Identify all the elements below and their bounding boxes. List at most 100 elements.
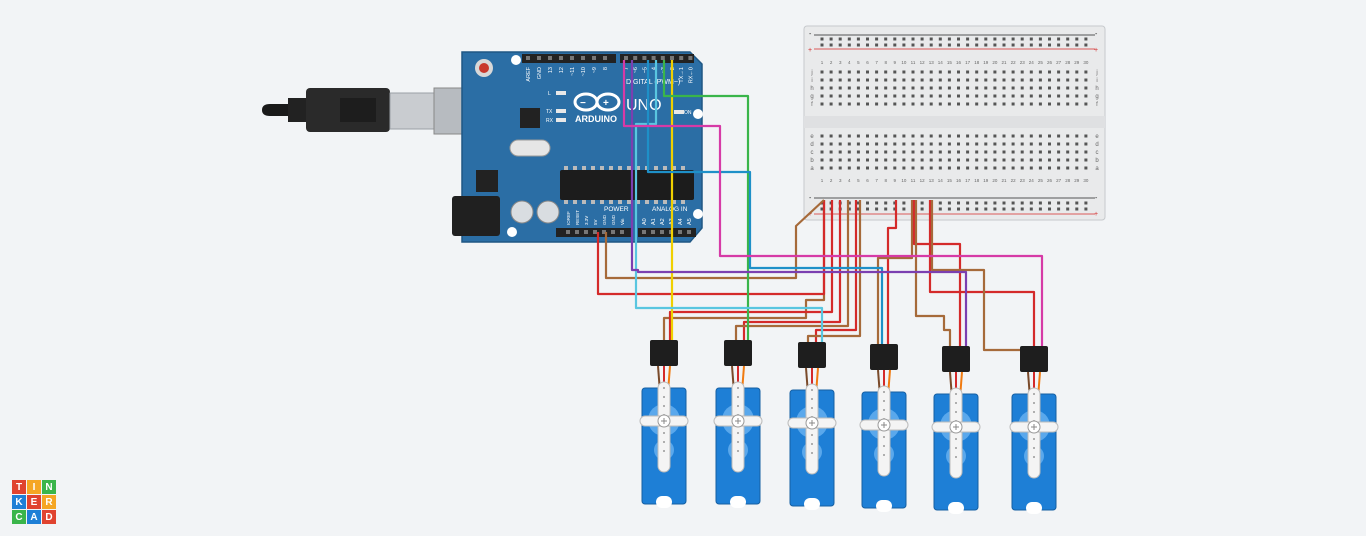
- breadboard-hole[interactable]: [1057, 150, 1061, 154]
- wire-gnd-to-breadboard[interactable]: [604, 199, 825, 280]
- breadboard-hole[interactable]: [938, 78, 942, 82]
- breadboard-hole[interactable]: [975, 86, 979, 90]
- breadboard-hole[interactable]: [884, 78, 888, 82]
- breadboard-hole[interactable]: [966, 134, 970, 138]
- breadboard-hole[interactable]: [875, 166, 879, 170]
- header-pin[interactable]: [688, 56, 693, 60]
- breadboard-hole[interactable]: [1084, 150, 1088, 154]
- header-pin[interactable]: [575, 230, 579, 234]
- servo-connector[interactable]: [724, 340, 752, 366]
- breadboard-hole[interactable]: [1002, 102, 1006, 106]
- header-pin[interactable]: [660, 56, 665, 60]
- breadboard-hole[interactable]: [1038, 166, 1042, 170]
- breadboard-hole[interactable]: [920, 43, 924, 47]
- breadboard-hole[interactable]: [938, 150, 942, 154]
- breadboard-hole[interactable]: [947, 207, 951, 211]
- breadboard-hole[interactable]: [911, 94, 915, 98]
- breadboard-hole[interactable]: [884, 201, 888, 205]
- breadboard-hole[interactable]: [875, 94, 879, 98]
- breadboard-hole[interactable]: [820, 150, 824, 154]
- breadboard-hole[interactable]: [1057, 207, 1061, 211]
- header-pin[interactable]: [651, 56, 656, 60]
- breadboard-hole[interactable]: [893, 158, 897, 162]
- breadboard-hole[interactable]: [938, 142, 942, 146]
- breadboard-hole[interactable]: [847, 207, 851, 211]
- breadboard-hole[interactable]: [911, 102, 915, 106]
- breadboard-hole[interactable]: [984, 166, 988, 170]
- breadboard-hole[interactable]: [1075, 150, 1079, 154]
- breadboard-hole[interactable]: [920, 94, 924, 98]
- breadboard-hole[interactable]: [1057, 78, 1061, 82]
- breadboard-hole[interactable]: [929, 142, 933, 146]
- header-pin[interactable]: [584, 230, 588, 234]
- breadboard-hole[interactable]: [1066, 43, 1070, 47]
- breadboard-hole[interactable]: [1029, 70, 1033, 74]
- breadboard-hole[interactable]: [902, 78, 906, 82]
- breadboard-hole[interactable]: [1048, 166, 1051, 170]
- breadboard-hole[interactable]: [902, 102, 906, 106]
- breadboard-hole[interactable]: [984, 158, 988, 162]
- breadboard-hole[interactable]: [1011, 102, 1015, 106]
- breadboard-hole[interactable]: [957, 94, 960, 98]
- breadboard-hole[interactable]: [838, 43, 842, 47]
- breadboard-hole[interactable]: [1057, 70, 1061, 74]
- breadboard-hole[interactable]: [1048, 43, 1051, 47]
- servo-connector[interactable]: [942, 346, 970, 372]
- breadboard-hole[interactable]: [1066, 37, 1070, 41]
- breadboard-hole[interactable]: [957, 86, 960, 90]
- wire-signal-servo-2[interactable]: [662, 60, 750, 340]
- breadboard-hole[interactable]: [1020, 150, 1024, 154]
- breadboard-hole[interactable]: [929, 150, 933, 154]
- breadboard-hole[interactable]: [1002, 158, 1006, 162]
- breadboard-hole[interactable]: [984, 86, 988, 90]
- breadboard-hole[interactable]: [1020, 70, 1024, 74]
- breadboard-hole[interactable]: [893, 43, 897, 47]
- breadboard-hole[interactable]: [856, 102, 860, 106]
- breadboard-hole[interactable]: [838, 86, 842, 90]
- breadboard-hole[interactable]: [829, 70, 833, 74]
- breadboard-hole[interactable]: [893, 134, 897, 138]
- breadboard-hole[interactable]: [893, 166, 897, 170]
- breadboard-hole[interactable]: [820, 78, 824, 82]
- breadboard-hole[interactable]: [1020, 86, 1024, 90]
- breadboard-hole[interactable]: [1066, 94, 1070, 98]
- breadboard-hole[interactable]: [975, 142, 979, 146]
- breadboard-hole[interactable]: [947, 158, 951, 162]
- breadboard-hole[interactable]: [1038, 207, 1042, 211]
- breadboard-hole[interactable]: [1011, 43, 1015, 47]
- breadboard-hole[interactable]: [1029, 134, 1033, 138]
- breadboard-hole[interactable]: [911, 150, 915, 154]
- breadboard-hole[interactable]: [947, 102, 951, 106]
- wire-signal-servo-3[interactable]: [634, 60, 824, 342]
- breadboard-hole[interactable]: [847, 102, 851, 106]
- breadboard-hole[interactable]: [1038, 86, 1042, 90]
- header-pin[interactable]: [611, 230, 615, 234]
- breadboard-hole[interactable]: [920, 102, 924, 106]
- breadboard-hole[interactable]: [1002, 70, 1006, 74]
- wire-ground-servo-6[interactable]: [930, 200, 1026, 352]
- breadboard-hole[interactable]: [1057, 37, 1061, 41]
- breadboard-hole[interactable]: [820, 166, 824, 170]
- breadboard-hole[interactable]: [966, 70, 970, 74]
- breadboard-hole[interactable]: [1020, 166, 1024, 170]
- wire-power-servo-2[interactable]: [742, 200, 842, 340]
- breadboard-hole[interactable]: [884, 150, 888, 154]
- breadboard-hole[interactable]: [1011, 94, 1015, 98]
- breadboard-hole[interactable]: [875, 134, 879, 138]
- breadboard-hole[interactable]: [1029, 37, 1033, 41]
- breadboard-hole[interactable]: [838, 94, 842, 98]
- breadboard-hole[interactable]: [966, 150, 970, 154]
- breadboard-hole[interactable]: [911, 37, 915, 41]
- breadboard-hole[interactable]: [929, 102, 933, 106]
- breadboard-hole[interactable]: [1048, 78, 1051, 82]
- breadboard-hole[interactable]: [993, 43, 997, 47]
- breadboard-hole[interactable]: [947, 78, 951, 82]
- breadboard-hole[interactable]: [1084, 37, 1088, 41]
- breadboard-hole[interactable]: [920, 37, 924, 41]
- header-pin[interactable]: [602, 230, 606, 234]
- breadboard-hole[interactable]: [820, 70, 824, 74]
- servo-motor[interactable]: [787, 342, 837, 510]
- breadboard-hole[interactable]: [993, 37, 997, 41]
- breadboard-hole[interactable]: [993, 70, 997, 74]
